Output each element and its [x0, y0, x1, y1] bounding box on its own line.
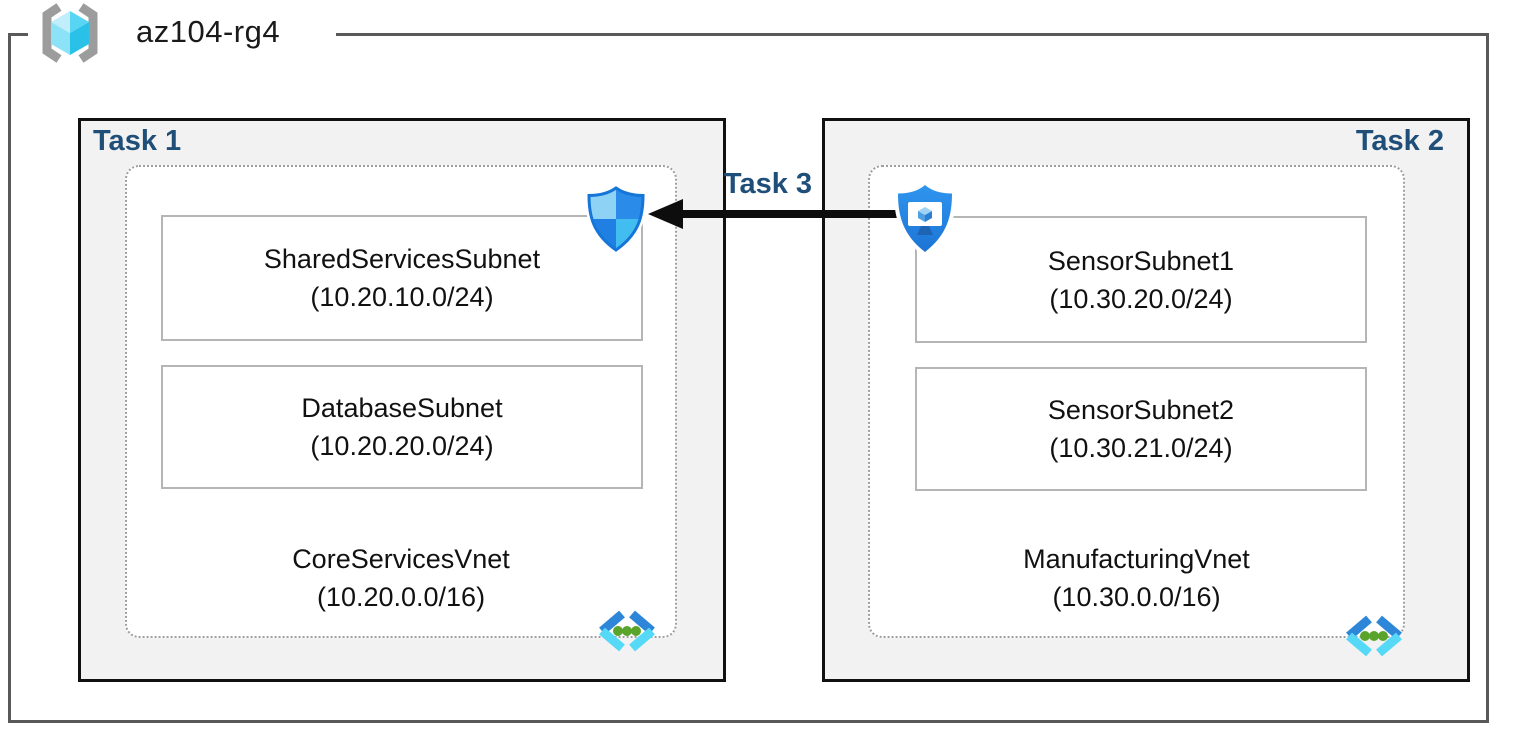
task2-label: Task 2 — [1355, 125, 1444, 157]
defender-shield-icon — [585, 184, 647, 254]
sensor-subnet2-box: SensorSubnet2 (10.30.21.0/24) — [915, 367, 1367, 491]
sensor-subnet1-box: SensorSubnet1 (10.30.20.0/24) — [915, 216, 1367, 343]
subnet-cidr: (10.30.20.0/24) — [1049, 283, 1233, 314]
peering-arrow-line — [680, 210, 898, 218]
peering-arrow-head — [648, 199, 683, 229]
vnet-name: ManufacturingVnet — [1023, 544, 1250, 574]
subnet-name: SensorSubnet2 — [1047, 395, 1235, 425]
shared-services-subnet-box: SharedServicesSubnet (10.20.10.0/24) — [161, 215, 643, 341]
resource-group-icon — [34, 2, 106, 64]
vnet-cidr: (10.20.0.0/16) — [316, 582, 486, 612]
database-subnet-box: DatabaseSubnet (10.20.20.0/24) — [161, 365, 643, 489]
subnet-name: SensorSubnet1 — [1047, 245, 1235, 276]
subnet-cidr: (10.30.21.0/24) — [1049, 433, 1233, 463]
virtual-network-icon — [1338, 612, 1410, 660]
core-services-vnet-label: CoreServicesVnet (10.20.0.0/16) — [125, 540, 677, 616]
subnet-name: SharedServicesSubnet — [263, 244, 541, 274]
manufacturing-vnet-label: ManufacturingVnet (10.30.0.0/16) — [868, 540, 1405, 616]
vnet-cidr: (10.30.0.0/16) — [1052, 582, 1221, 612]
resource-group-name: az104-rg4 — [136, 14, 281, 49]
subnet-name: DatabaseSubnet — [301, 393, 503, 423]
vnet-name: CoreServicesVnet — [292, 544, 510, 574]
virtual-network-icon — [591, 607, 663, 655]
task1-label: Task 1 — [93, 125, 182, 157]
subnet-cidr: (10.20.20.0/24) — [310, 431, 494, 461]
task3-label: Task 3 — [723, 168, 813, 200]
bastion-shield-icon — [894, 181, 956, 257]
subnet-cidr: (10.20.10.0/24) — [310, 282, 494, 312]
resource-group-frame-label-gap — [28, 24, 336, 42]
